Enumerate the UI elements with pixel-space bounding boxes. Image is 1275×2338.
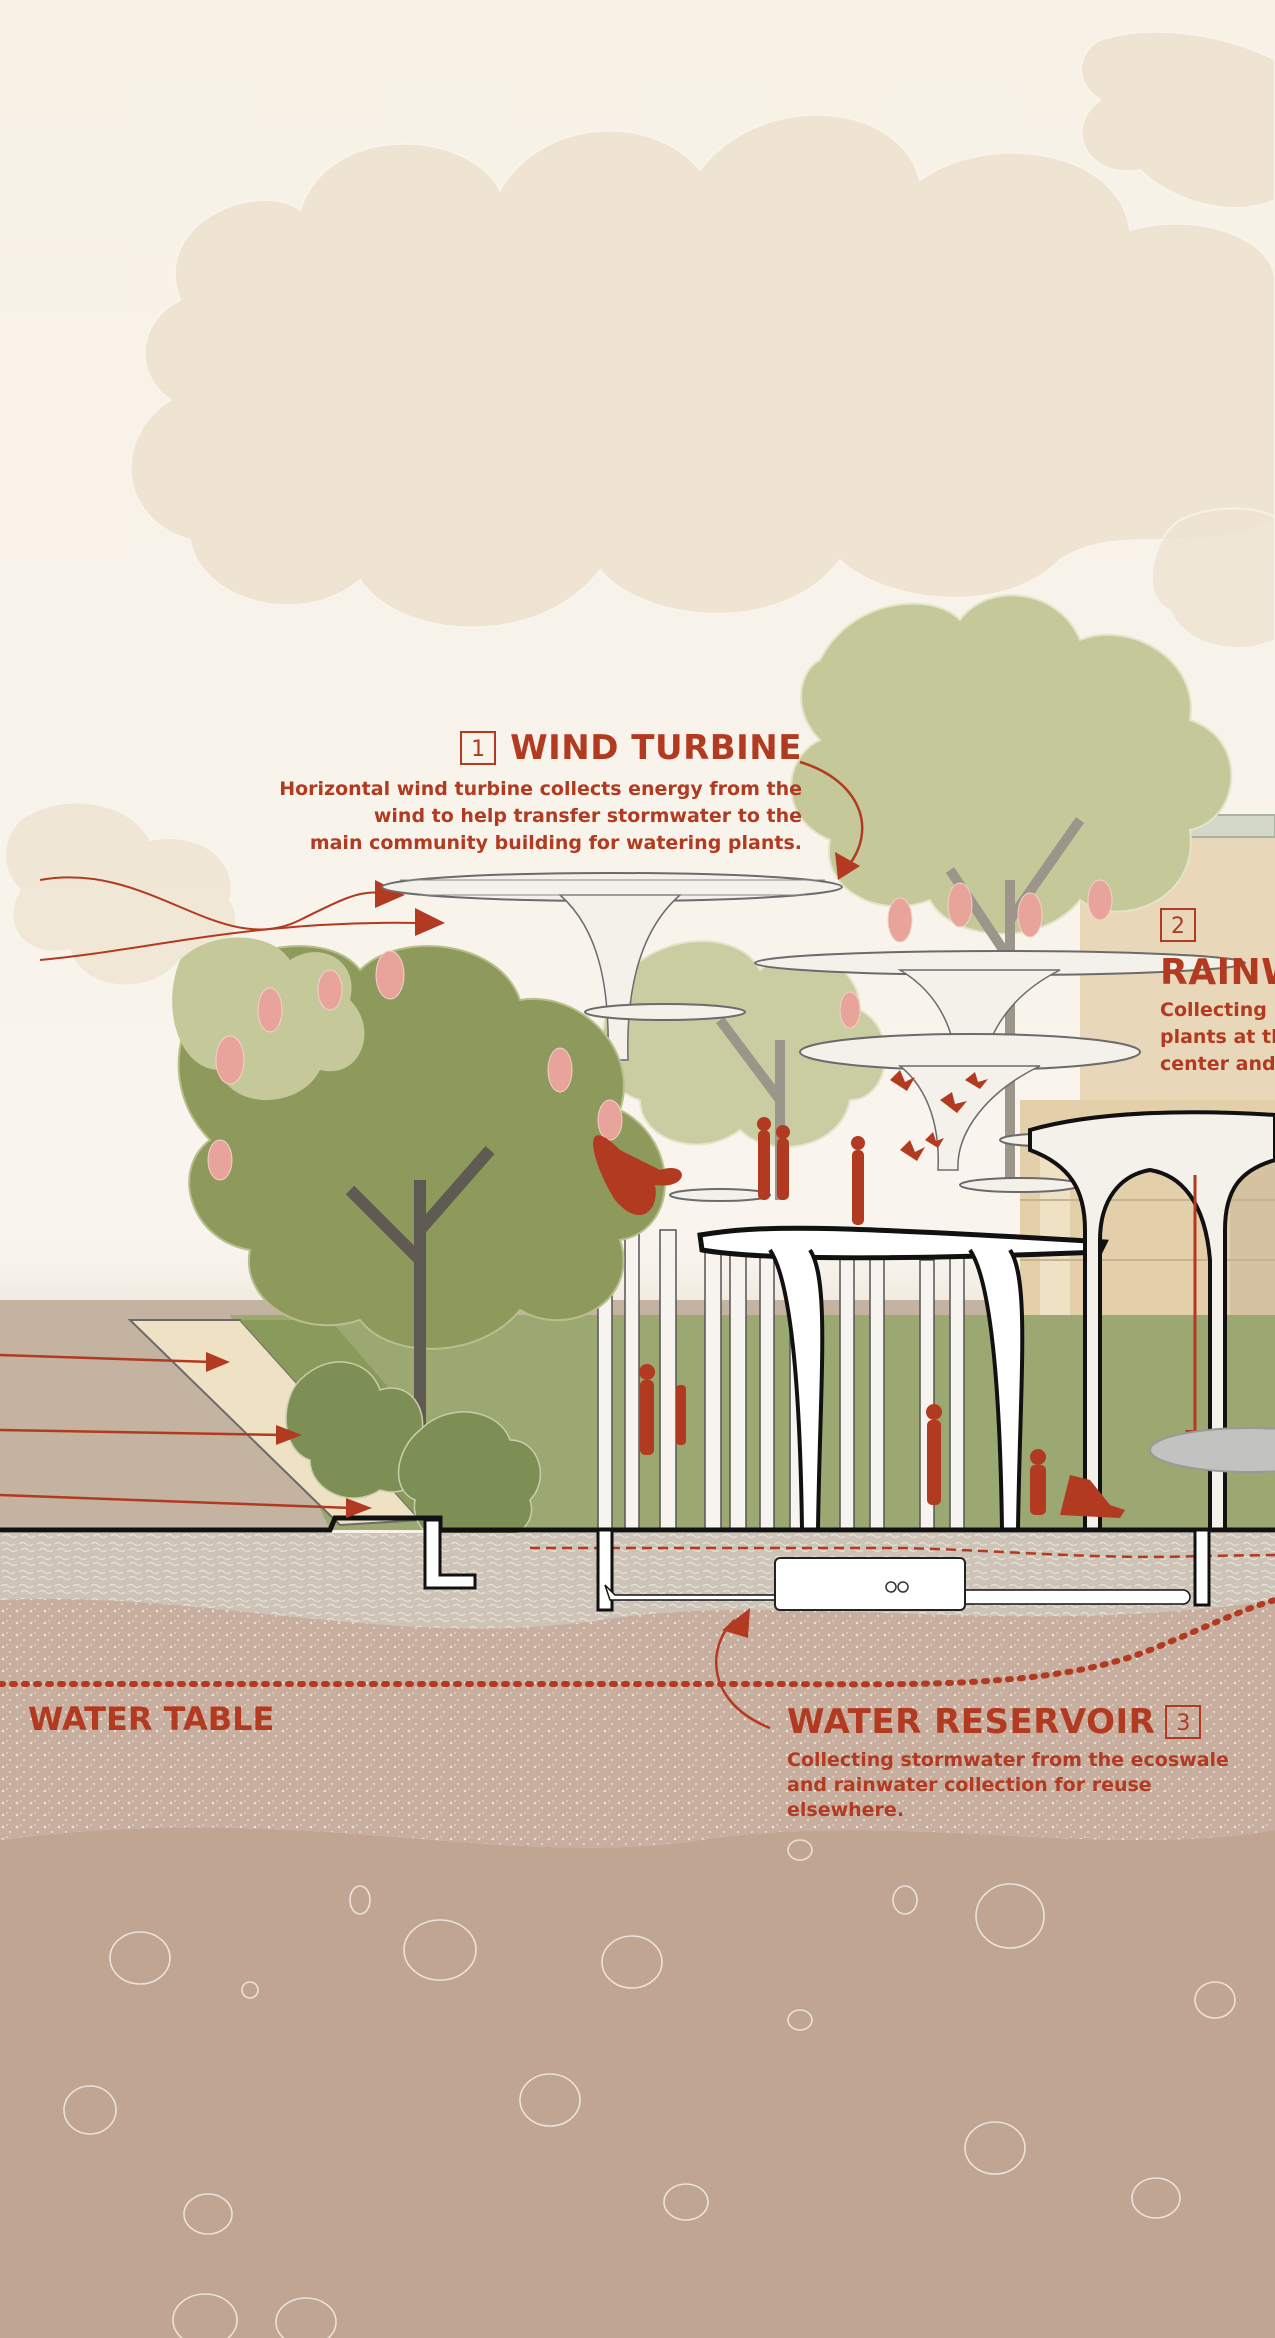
water-reservoir-heading: WATER RESERVOIR 3 [787,1702,1267,1742]
rainwater-description-line: center and [1160,1053,1275,1075]
water-table-label: WATER TABLE [28,1700,275,1738]
wind-turbine-description-line: main community building for watering pla… [309,832,802,854]
rainwater-description-line: Collecting r [1160,999,1275,1021]
pool [1149,1427,1275,1473]
people-figures [639,1117,1125,1518]
collection-pipe-dashed [530,1546,1275,1559]
reservoir-valve-icon [885,1581,909,1593]
soil-middle-layer [0,1598,1275,1848]
water-reservoir-description-line: and rainwater collection for reuse elsew… [787,1774,1152,1821]
butterflies [593,1070,988,1216]
wind-arrows [39,876,421,961]
wind-turbine-description: Horizontal wind turbine collects energy … [242,776,802,857]
wind-turbine-description-line: wind to help transfer stormwater to the [373,805,802,827]
wind-turbine-number: 1 [460,731,497,765]
stones [63,1839,1236,2338]
water-reservoir-description: Collecting stormwater from the ecoswale … [787,1748,1267,1823]
wind-turbine-heading: 1 WIND TURBINE [242,728,802,768]
shrubs [285,1361,541,1544]
wind-turbine-label: 1 WIND TURBINE Horizontal wind turbine co… [242,728,802,857]
wind-callout-arrow [799,760,864,871]
canopy-ribs [400,879,825,896]
rainwater-description-line: plants at th [1160,1026,1275,1048]
rainwater-description: Collecting r plants at th center and [1160,997,1275,1078]
ground-surface [0,1515,1275,1533]
water-reservoir-description-line: Collecting stormwater from the ecoswale [787,1749,1229,1771]
water-reservoir-number: 3 [1165,1705,1202,1739]
rainwater-label: 2 RAINW Collecting r plants at th center… [1160,908,1275,1078]
wind-turbine-title: WIND TURBINE [510,728,802,768]
rainwater-title: RAINW [1160,952,1275,993]
water-reservoir-label: WATER RESERVOIR 3 Collecting stormwater f… [787,1702,1267,1823]
soil-deep-layer [0,1827,1275,2338]
rainwater-label-crop: 2 RAINW Collecting r plants at th center… [1160,908,1275,1078]
reservoir-tank [774,1557,966,1611]
runoff-arrows [0,1353,353,1510]
water-reservoir-title: WATER RESERVOIR [787,1702,1156,1742]
clouds [4,30,1275,987]
wind-turbine-description-line: Horizontal wind turbine collects energy … [279,778,802,800]
rainwater-number: 2 [1160,908,1196,942]
foreground-tree [172,879,1113,1500]
rainwater-collector [1028,1110,1275,1532]
water-table-line [0,1597,1275,1688]
